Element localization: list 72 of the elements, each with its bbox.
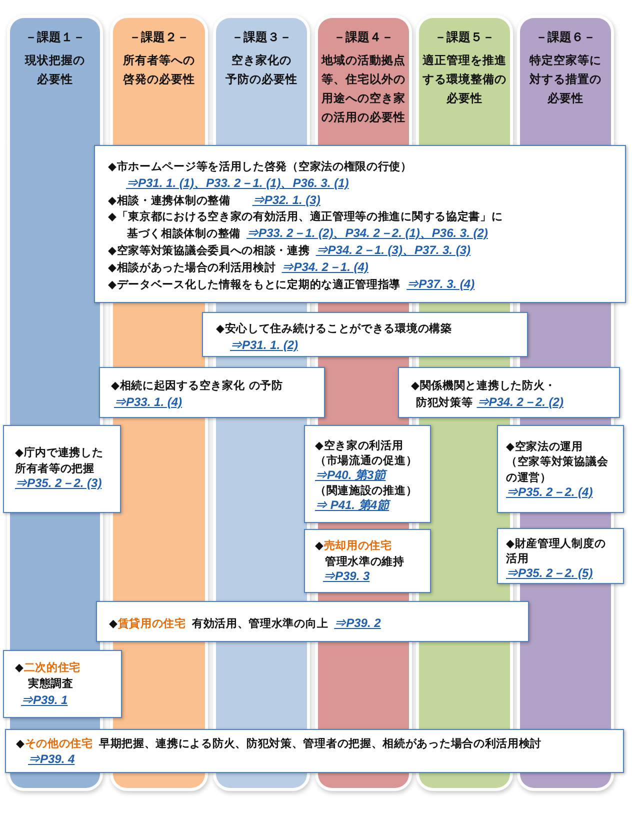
column-text: 地域の活動拠点等、住宅以外の用途への空き家の活用の必要性 <box>321 52 406 126</box>
measure-box <box>398 367 620 418</box>
measure-box <box>96 601 529 642</box>
measure-text: ◆二次的住宅 <box>15 660 81 676</box>
reference-link: ⇒P34. 2－1. (4) <box>282 260 368 274</box>
reference-link: ⇒P39. 3 <box>323 569 370 583</box>
column-text: 空き家化の予防の必要性 <box>225 52 298 88</box>
measure-text: ◆売却用の住宅 <box>315 538 392 554</box>
reference-link: ⇒P39. 1 <box>21 693 68 707</box>
reference-link: ⇒P31. 1. (2) <box>230 338 298 352</box>
reference-link: ⇒ P41. 第4節 <box>315 498 390 512</box>
reference-link: ⇒P40. 第3節 <box>315 468 386 482</box>
issue-column <box>216 18 307 140</box>
column-text: 所有者等への啓発の必要性 <box>122 52 196 88</box>
issue-column <box>318 18 409 140</box>
issue-column <box>113 18 205 140</box>
measure-box <box>202 312 528 357</box>
measure-text: ◆相続に起因する空き家化 の予防 <box>111 379 283 392</box>
reference-link: ⇒P33. 1. (4) <box>114 395 182 409</box>
measure-box <box>497 528 624 584</box>
reference-link: ⇒P35. 2－2. (5) <box>506 566 593 580</box>
column-heading: －課題２－ <box>129 29 189 46</box>
measure-text: ◆市ホームページ等を活用した啓発（空家法の権限の行使） <box>108 160 412 173</box>
issue-column <box>520 18 611 140</box>
measure-box <box>497 425 624 513</box>
measure-text: ◆空家法の運用 <box>506 440 583 453</box>
column-text: 現状把握の必要性 <box>24 52 86 88</box>
measure-text: 有効活用、管理水準の向上 <box>192 617 328 630</box>
measure-text: ◆相談・連携体制の整備 <box>108 194 230 207</box>
measure-text: （空家等対策協議会の運営） <box>506 455 608 484</box>
measure-text: ◆データベース化した情報をもとに定期的な適正管理指導 <box>108 278 401 291</box>
measure-text: ◆関係機関と連携した防火・防犯対策等 ⇒P34. 2－2. (2) <box>411 378 564 411</box>
issue-column <box>10 18 100 140</box>
measure-box <box>304 529 431 593</box>
reference-link: ⇒P34. 2－2. (2) <box>476 395 564 409</box>
measure-text: （関連施設の推進） <box>315 484 418 496</box>
reference-link: ⇒P37. 3. (4) <box>406 277 475 291</box>
measure-text: ◆庁内で連携した所有者等の把握 <box>15 446 104 474</box>
measure-text: ◆「東京都における空き家の有効活用、適正管理等の推進に関する協定書」に基づく相談体制の整備 ⇒P33. 2－1. (2)、P34. 2－2. (1)、P36. 3. (2) <box>108 209 504 242</box>
reference-link: ⇒P39. 2 <box>334 616 381 630</box>
measure-text: ◆空家等対策協議会委員への相談・連携 <box>108 244 310 257</box>
reference-link: ⇒P31. 1. (1)、P33. 2－1. (1)、P36. 3. (1) <box>126 176 349 190</box>
measure-box <box>3 650 122 718</box>
measure-text: ◆その他の住宅 <box>16 737 93 752</box>
measure-text: 早期把握、連携による防火、防犯対策、管理者の把握、相続があった場合の利活用検討 <box>98 737 542 750</box>
measure-box <box>3 425 121 513</box>
measure-text: 管理水準の維持 <box>325 554 404 568</box>
reference-link: ⇒P39. 4 <box>28 752 75 766</box>
column-heading: －課題３－ <box>232 29 292 46</box>
column-heading: －課題１－ <box>25 29 85 46</box>
reference-link: ⇒P35. 2－2. (4) <box>506 484 593 499</box>
measure-text: ◆相談があった場合の利活用検討 <box>108 261 276 274</box>
reference-link: ⇒P35. 2－2. (3) <box>15 476 102 490</box>
measure-box <box>99 367 325 418</box>
measure-box <box>304 425 431 523</box>
issue-column <box>419 18 510 140</box>
measure-text: ◆安心して住み続けることができる環境の構築 <box>216 322 452 335</box>
measure-text: （市場流通の促進） <box>315 454 418 466</box>
measure-text: ◆賃貸用の住宅 <box>109 616 186 632</box>
column-text: 適正管理を推進する環境整備の必要性 <box>422 52 507 107</box>
column-text: 特定空家等に対する措置の必要性 <box>529 52 602 107</box>
measure-text: ◆財産管理人制度の活用 <box>506 537 606 565</box>
measure-text: 実態調査 <box>28 677 74 690</box>
column-heading: －課題６－ <box>536 29 596 46</box>
measure-box <box>5 729 624 773</box>
reference-link: ⇒P33. 2－1. (2)、P34. 2－2. (1)、P36. 3. (2) <box>246 226 488 240</box>
measure-text: ◆空き家の利活用 <box>315 439 404 452</box>
column-heading: －課題４－ <box>334 29 394 46</box>
reference-link: ⇒P32. 1. (3) <box>252 193 320 207</box>
reference-link: ⇒P34. 2－1. (3)、P37. 3. (3) <box>316 243 470 257</box>
measure-box <box>94 145 626 303</box>
column-heading: －課題５－ <box>434 29 494 46</box>
